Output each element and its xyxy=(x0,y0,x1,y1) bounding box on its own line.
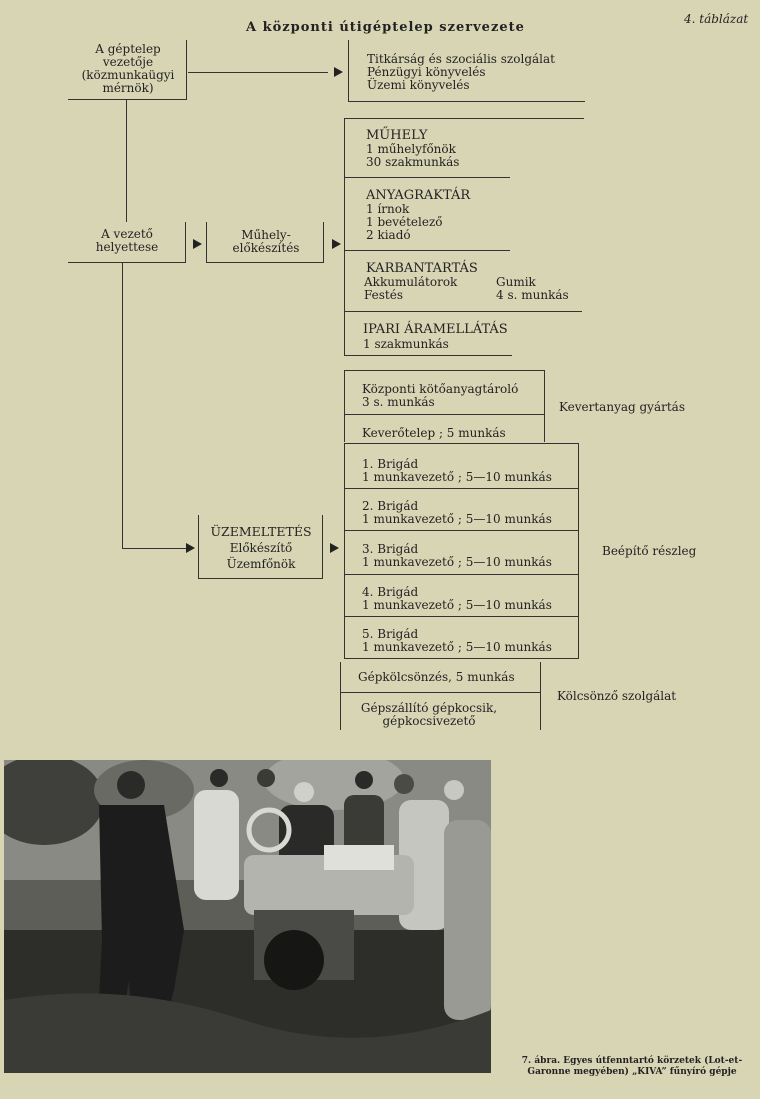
unit-ipari-body: 1 szakmunkás xyxy=(363,337,449,351)
mixing-right-line xyxy=(544,370,545,442)
deputy-box: A vezető helyettese xyxy=(95,227,159,254)
units-top-line xyxy=(344,118,584,119)
workshop-prep-right-line xyxy=(323,222,324,263)
unit-karban-separator xyxy=(344,311,582,312)
units-left-line xyxy=(344,118,345,356)
operation-line2: Üzemfőnök xyxy=(226,557,296,571)
brigade-1: 1. Brigád 1 munkavezető ; 5—10 munkás xyxy=(362,457,552,484)
unit-anyag-title: ANYAGRAKTÁR xyxy=(366,188,471,203)
brigade-3: 3. Brigád 1 munkavezető ; 5—10 munkás xyxy=(362,542,552,569)
brigade-4: 4. Brigád 1 munkavezető ; 5—10 munkás xyxy=(362,585,552,612)
brigade-5: 5. Brigád 1 munkavezető ; 5—10 munkás xyxy=(362,627,552,654)
lower-vertical-connector xyxy=(122,263,123,548)
workshop-prep-box: Műhely- előkészítés xyxy=(232,228,300,255)
brigade-2: 2. Brigád 1 munkavezető ; 5—10 munkás xyxy=(362,499,552,526)
operation-arrow-icon xyxy=(186,543,195,553)
brigades-arrow-icon xyxy=(330,543,339,553)
rental-left-line xyxy=(340,662,341,730)
admin-bottom-line xyxy=(348,101,585,102)
brigade-separator-4 xyxy=(344,616,579,617)
units-bottom-line xyxy=(344,355,512,356)
mower-photograph xyxy=(4,760,491,1073)
main-vertical-connector xyxy=(126,100,127,222)
mixing-item-1: Központi kötőanyagtároló 3 s. munkás xyxy=(362,382,519,409)
operation-left-line xyxy=(198,515,199,579)
unit-muhely-title: MŰHELY xyxy=(366,128,428,143)
table-number: 4. táblázat xyxy=(684,12,749,26)
unit-muhely-body: 1 műhelyfőnök 30 szakmunkás xyxy=(366,142,460,169)
unit-ipari-title: IPARI ÁRAMELLÁTÁS xyxy=(363,322,508,337)
prep-arrow-icon xyxy=(193,239,202,249)
mixing-label: Kevertanyag gyártás xyxy=(559,400,685,414)
brigades-top-line xyxy=(344,443,579,444)
operation-bottom-line xyxy=(198,578,322,579)
unit-anyag-body: 1 írnok 1 bevételező 2 kiadó xyxy=(366,202,443,242)
unit-karban-col1: Akkumulátorok Festés xyxy=(364,275,458,302)
deputy-box-bottom-line xyxy=(68,262,185,263)
admin-text: Titkárság és szociális szolgálat Pénzügy… xyxy=(367,52,555,92)
brigades-right-line xyxy=(578,443,579,659)
brigade-separator-2 xyxy=(344,530,579,531)
deputy-box-right-line xyxy=(185,222,186,263)
brigades-bottom-line xyxy=(344,658,579,659)
unit-muhely-separator xyxy=(344,177,510,178)
mixing-separator xyxy=(344,414,544,415)
rental-item-2: Gépszállító gépkocsik, gépkocsivezető xyxy=(360,701,498,728)
operation-right-line xyxy=(322,515,323,579)
operation-title: ÜZEMELTETÉS xyxy=(210,524,312,539)
brigades-left-line xyxy=(344,443,345,659)
head-box: A géptelep vezetője (közmunkaügyi mérnök… xyxy=(81,42,175,95)
rental-label: Kölcsönző szolgálat xyxy=(557,689,677,703)
operation-connector xyxy=(122,548,188,549)
admin-left-line xyxy=(348,40,349,102)
diagram-title: A központi útigéptelep szervezete xyxy=(246,20,525,35)
head-box-bottom-line xyxy=(68,99,186,100)
head-box-right-line xyxy=(186,40,187,100)
admin-arrow-icon xyxy=(334,67,343,77)
brigade-separator-3 xyxy=(344,574,579,575)
unit-karban-col2: Gumik 4 s. munkás xyxy=(496,275,569,302)
rental-separator xyxy=(340,692,540,693)
rental-right-line xyxy=(540,662,541,730)
photo-caption: 7. ábra. Egyes útfenntartó körzetek (Lot… xyxy=(521,1056,743,1077)
unit-anyag-separator xyxy=(344,250,510,251)
mixing-left-line xyxy=(344,370,345,442)
brigade-separator-1 xyxy=(344,488,579,489)
admin-connector xyxy=(188,72,328,73)
workshop-prep-bottom-line xyxy=(206,262,324,263)
rental-item-1: Gépkölcsönzés, 5 munkás xyxy=(358,670,515,684)
unit-karban-title: KARBANTARTÁS xyxy=(366,261,478,276)
operation-line1: Előkészítő xyxy=(229,541,293,555)
units-arrow-icon xyxy=(332,239,341,249)
mixing-top-line xyxy=(344,370,544,371)
workshop-prep-left-line xyxy=(206,222,207,263)
brigades-label: Beépítő részleg xyxy=(602,544,697,558)
mixing-item-2: Keverőtelep ; 5 munkás xyxy=(362,426,506,440)
